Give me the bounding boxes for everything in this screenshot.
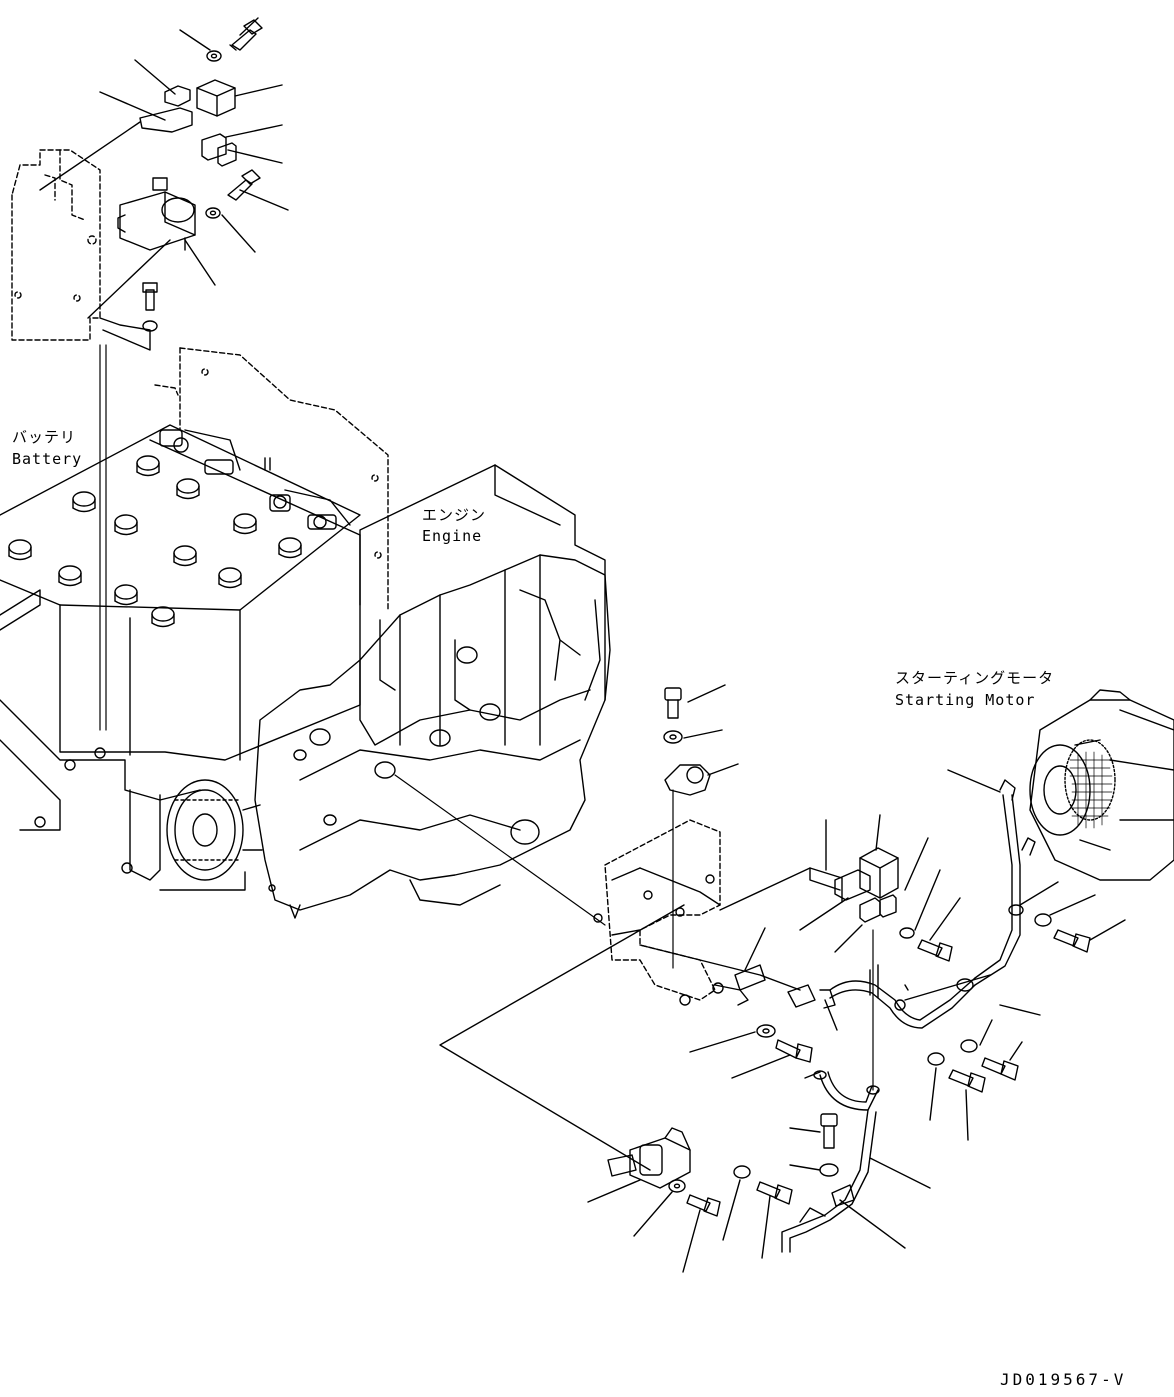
relay-icon — [860, 848, 898, 898]
rear-panel — [155, 348, 388, 610]
bracket-icon — [140, 108, 192, 132]
bolt-icon — [918, 940, 952, 961]
battery-cap-icon — [9, 456, 301, 627]
bolt-icon — [1054, 930, 1090, 952]
engine-label-en: Engine — [422, 527, 483, 545]
battery-relay-icon — [118, 178, 195, 250]
bolt-icon — [228, 170, 260, 200]
starting-motor — [1030, 690, 1174, 880]
relay-icon — [197, 80, 235, 116]
sensor-icon — [608, 1128, 690, 1188]
connector-icon — [202, 134, 226, 160]
battery-label-en: Battery — [12, 450, 83, 468]
washer-icon — [669, 1180, 685, 1192]
engine — [160, 465, 610, 918]
washer-icon — [961, 1040, 977, 1052]
washer-icon — [820, 1164, 838, 1176]
bolt-icon — [982, 1058, 1018, 1080]
battery-box-bracket — [12, 150, 100, 340]
washer-icon — [757, 1025, 775, 1037]
bolt-icon — [949, 1070, 985, 1092]
bolt-icon — [687, 1195, 720, 1216]
starter-label-en: Starting Motor — [895, 691, 1036, 709]
clip-icon — [665, 765, 710, 795]
bolt-icon — [143, 283, 157, 310]
clip-icon — [165, 86, 190, 106]
washer-icon — [928, 1053, 944, 1065]
washer-icon — [664, 731, 682, 743]
starter-label-jp: スターティングモータ — [895, 669, 1055, 687]
top-left-parts — [40, 18, 288, 350]
starter-bracket — [594, 820, 720, 1005]
engine-label-jp: エンジン — [422, 506, 487, 524]
guide-line — [395, 775, 605, 925]
bolt-icon — [821, 1114, 837, 1148]
washer-icon — [1035, 914, 1051, 926]
starter-relay-group — [720, 815, 1125, 1140]
battery-label-jp: バッテリ — [12, 428, 77, 446]
bracket-icon — [835, 870, 870, 900]
washer-icon — [900, 928, 914, 938]
bolt-icon — [776, 1040, 812, 1062]
bolt-icon — [230, 20, 262, 50]
bolt-icon — [757, 1182, 792, 1204]
starter-harness — [825, 770, 1058, 1030]
pulley-icon — [167, 780, 243, 880]
drawing-code: JD019567-V — [1000, 1370, 1127, 1389]
harness-cable — [782, 1071, 879, 1252]
battery-terminal-icon — [160, 430, 350, 529]
guide-line — [100, 345, 106, 730]
washer-icon — [734, 1166, 750, 1178]
starter-parts — [440, 685, 930, 1272]
washer-icon — [207, 51, 221, 61]
battery — [0, 425, 360, 880]
washer-icon — [206, 208, 220, 218]
bolt-icon — [665, 688, 681, 718]
connector-icon — [860, 895, 896, 922]
